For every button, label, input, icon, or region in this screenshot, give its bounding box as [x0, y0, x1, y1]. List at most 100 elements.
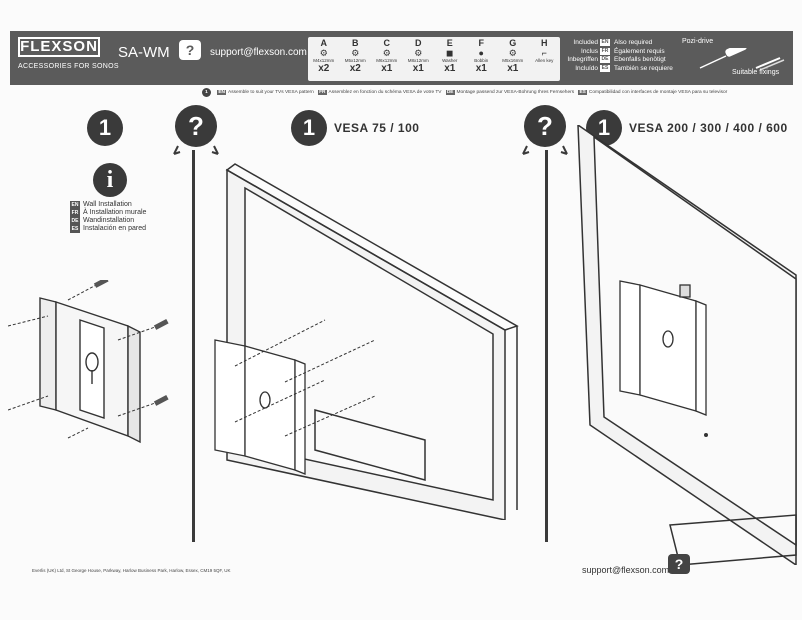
screw-icon: ⚙ [382, 48, 391, 58]
step-number-mid: 1 [291, 110, 327, 146]
part-size: M8x12mm [407, 58, 429, 63]
header-bar: FLEXSON ACCESSORIES FOR SONOS SA-WM ? su… [10, 31, 793, 85]
question-icon-left: ? [172, 102, 224, 163]
language-codes: EN FR DE ES [600, 39, 610, 73]
also-de: Ebenfalls benötigt [614, 56, 666, 63]
part-qty: x1 [381, 63, 393, 74]
part-qty: x1 [475, 63, 487, 74]
included-en: Included [573, 39, 598, 46]
screw-hole [704, 433, 708, 437]
part-letter: H [541, 38, 548, 48]
wall-install-de: Wandinstallation [83, 217, 135, 224]
part-size: M5x12mm [344, 58, 366, 63]
lang-code: ES [70, 225, 80, 233]
included-de: Inbegriffen [567, 56, 598, 63]
suitable-fixings-label: Suitable fixings [732, 69, 780, 76]
lang-code: FR [318, 90, 327, 95]
also-es: También se requiere [614, 64, 673, 72]
part-size: M4x12mm [313, 58, 335, 63]
bobbin-icon: ● [478, 48, 484, 58]
divider-left [192, 150, 195, 542]
part-h: H⌐Allen key [529, 37, 561, 81]
part-qty: x2 [318, 63, 330, 74]
part-letter: D [415, 38, 422, 48]
also-en: Also required [614, 39, 653, 46]
step-number-left: 1 [87, 110, 123, 146]
info-icon: i [93, 163, 127, 197]
question-glyph: ? [537, 111, 553, 141]
part-letter: C [383, 38, 391, 48]
instruction-en: Assemble to suit your TVs VESA pattern [228, 90, 314, 95]
part-qty: x1 [507, 63, 519, 74]
step-number-right: 1 [586, 110, 622, 146]
part-size: Washer [442, 58, 458, 63]
washer-icon: ◼ [446, 48, 454, 58]
part-letter: E [446, 38, 453, 48]
wall-bracket-illustration [8, 280, 169, 444]
lang-code: EN [70, 201, 80, 209]
part-size: Allen key [535, 58, 554, 63]
subline-step-number: 1 [202, 88, 211, 97]
part-size: M5x16mm [502, 58, 524, 63]
lang-code: FR [70, 209, 80, 217]
wall-install-es: Instalación en pared [83, 225, 147, 232]
footer-support-email: support@flexson.com [582, 565, 670, 575]
model-name: SA-WM [118, 44, 170, 61]
included-fr: Inclus [581, 47, 598, 55]
part-qty: x2 [349, 63, 361, 74]
lang-code: FR [600, 47, 610, 55]
divider-right [545, 150, 548, 542]
screw-icon: ⚙ [414, 48, 423, 58]
part-qty: x1 [412, 63, 424, 74]
tv-vesa-large-illustration [577, 125, 797, 565]
wall-install-en: Wall Installation [83, 201, 132, 208]
lang-code: EN [217, 90, 227, 95]
wall-plug-icon [755, 57, 785, 70]
brand-logo: FLEXSON [18, 37, 100, 57]
part-letter: F [478, 38, 485, 48]
screw-icon: ⚙ [319, 48, 328, 58]
question-icon-right: ? [521, 102, 573, 163]
part-size: M6x12mm [376, 58, 398, 63]
screw-icon: ⚙ [508, 48, 517, 58]
lang-code: DE [445, 90, 455, 95]
also-required-list: Also required Également requis Ebenfalls… [614, 39, 673, 73]
part-letter: B [352, 38, 359, 48]
screw-icon: ⚙ [351, 48, 360, 58]
support-email: support@flexson.com [210, 47, 307, 58]
lang-code: DE [600, 56, 610, 63]
included-list: Included Inclus Inbegriffen Incluído [562, 39, 598, 73]
instruction-fr: Assemblez en fonction du schéma VESA de … [328, 90, 442, 95]
instruction-de: Montage passend zur VESA-Bohrung Ihres F… [456, 90, 575, 95]
part-letter: A [320, 38, 328, 48]
tv-vesa-small-illustration [214, 163, 519, 520]
vesa-small-title: VESA 75 / 100 [334, 121, 420, 135]
brand-subtitle: ACCESSORIES FOR SONOS [18, 63, 119, 70]
allen-key-icon: ⌐ [541, 48, 547, 58]
help-icon: ? [179, 40, 201, 60]
included-es: Incluído [575, 64, 598, 72]
part-letter: G [509, 38, 517, 48]
screwdriver-icon [699, 48, 785, 70]
lang-code: ES [600, 64, 610, 72]
footer-help-icon: ? [668, 554, 690, 574]
vesa-large-title: VESA 200 / 300 / 400 / 600 [629, 121, 788, 135]
part-qty: x1 [444, 63, 456, 74]
also-fr: Également requis [614, 47, 665, 55]
lang-code: EN [600, 39, 610, 46]
question-glyph: ? [188, 111, 204, 141]
company-address: Everlis (UK) Ltd, St George House, Parkw… [32, 568, 231, 573]
wall-install-fr: À Installation murale [83, 209, 147, 216]
pozi-drive-label: Pozi-drive [682, 38, 714, 45]
lang-code: ES [578, 90, 587, 95]
instruction-es: Compatibilidad con interfaces de montaje… [588, 90, 728, 95]
